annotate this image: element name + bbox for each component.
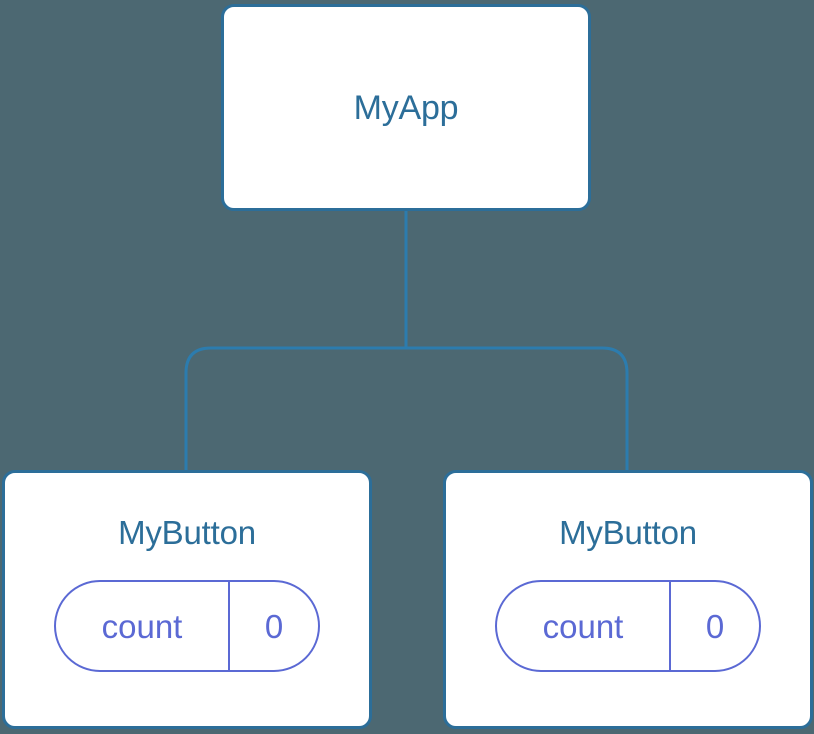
node-title: MyButton <box>559 514 697 551</box>
state-key-cell: count <box>497 582 671 670</box>
tree-node-root[interactable]: MyApp <box>221 4 591 211</box>
state-badge[interactable]: count 0 <box>54 580 320 672</box>
tree-node-child-0[interactable]: MyButton count 0 <box>2 470 372 729</box>
state-value-label: 0 <box>705 607 725 645</box>
state-value-label: 0 <box>264 607 284 645</box>
state-value-cell: 0 <box>671 582 759 670</box>
node-title: MyButton <box>118 514 256 551</box>
tree-node-child-1[interactable]: MyButton count 0 <box>443 470 813 729</box>
state-badge[interactable]: count 0 <box>495 580 761 672</box>
connector-branch-left <box>184 346 406 472</box>
state-key-cell: count <box>56 582 230 670</box>
connector-branch-right <box>406 346 629 472</box>
state-key-label: count <box>542 607 624 645</box>
state-value-cell: 0 <box>230 582 318 670</box>
state-key-label: count <box>101 607 183 645</box>
node-title: MyApp <box>353 88 459 127</box>
